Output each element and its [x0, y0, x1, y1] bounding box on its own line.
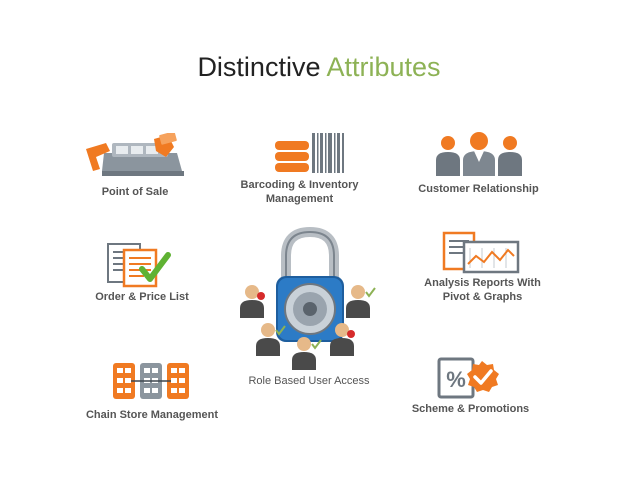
pos-terminal-icon	[86, 133, 184, 176]
reports-label-line2: Pivot & Graphs	[442, 291, 523, 303]
feature-scheme-promotions: % Scheme & Promotions	[398, 352, 543, 422]
percent-tag-icon: %	[437, 357, 499, 399]
report-graph-icon	[442, 231, 520, 274]
feature-customer-relationship: Customer Relationship	[406, 128, 551, 200]
feature-chain-store: Chain Store Management	[76, 356, 228, 426]
chain-store-label: Chain Store Management	[85, 409, 219, 421]
feature-order-price-list: Order & Price List	[82, 238, 202, 310]
crm-label: Customer Relationship	[418, 183, 539, 195]
svg-text:%: %	[446, 367, 466, 392]
slide-title: Distinctive Attributes	[0, 52, 638, 83]
order-label: Order & Price List	[95, 291, 189, 303]
feature-role-based-access: Role Based User Access	[234, 226, 384, 388]
scheme-label: Scheme & Promotions	[411, 403, 530, 415]
barcode-icon	[275, 133, 344, 173]
barcoding-label-line1: Barcoding & Inventory	[240, 179, 359, 191]
user-avatar-group	[240, 285, 376, 370]
feature-barcoding: Barcoding & Inventory Management	[232, 128, 367, 210]
pos-label: Point of Sale	[101, 186, 169, 198]
role-access-label: Role Based User Access	[248, 375, 370, 387]
feature-analysis-reports: Analysis Reports With Pivot & Graphs	[410, 228, 555, 308]
title-part-accent: Attributes	[326, 52, 441, 82]
title-part-dark: Distinctive	[197, 52, 321, 82]
reports-label-line1: Analysis Reports With	[424, 277, 541, 289]
price-list-icon	[107, 243, 171, 288]
feature-point-of-sale: Point of Sale	[70, 128, 200, 203]
padlock-users-icon	[240, 226, 376, 370]
barcoding-label-line2: Management	[265, 193, 334, 205]
people-group-icon	[436, 132, 522, 176]
store-chain-icon	[113, 363, 189, 399]
